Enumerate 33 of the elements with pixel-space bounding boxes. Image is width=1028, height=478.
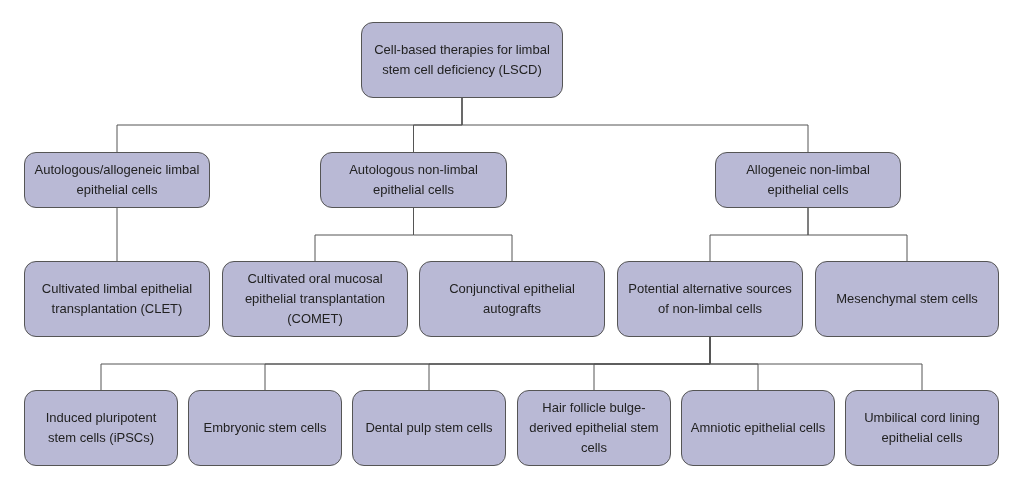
box-label: Allogeneic non-limbal epithelial cells xyxy=(745,161,871,199)
box-label: Embryonic stem cells xyxy=(203,419,327,437)
connector-line xyxy=(116,207,118,262)
box-label: Cultivated oral mucosal epithelial transplantation (COMET) xyxy=(243,270,387,328)
box-label: Conjunctival epithelial autografts xyxy=(448,280,576,318)
category-box xyxy=(222,261,408,337)
category-box xyxy=(320,152,507,208)
box-label: Autologous non-limbal epithelial cells xyxy=(348,161,479,199)
category-box xyxy=(715,152,901,208)
category-box xyxy=(617,261,803,337)
category-box xyxy=(419,261,605,337)
connector-line xyxy=(461,97,809,153)
category-box xyxy=(681,390,835,466)
box-label: Cell-based therapies for limbal stem cell deficiency (LSCD) xyxy=(373,41,551,79)
category-box xyxy=(188,390,342,466)
box-label: Cultivated limbal epithelial transplantation (CLET) xyxy=(40,280,194,318)
box-label: Potential alternative sources of non-limbal cells xyxy=(627,280,793,318)
connector-line xyxy=(807,207,908,262)
box-label: Hair follicle bulge-derived epithelial stem cells xyxy=(528,399,660,457)
box-label: Amniotic epithelial cells xyxy=(690,419,826,437)
category-box xyxy=(361,22,563,98)
category-box xyxy=(517,390,671,466)
box-label: Dental pulp stem cells xyxy=(365,419,493,437)
category-box xyxy=(24,152,210,208)
box-label: Induced pluripotent stem cells (iPSCs) xyxy=(44,409,158,447)
box-label: Autologous/allogeneic limbal epithelial cells xyxy=(33,161,201,199)
category-box xyxy=(24,390,178,466)
category-box xyxy=(24,261,210,337)
box-label: Mesenchymal stem cells xyxy=(836,290,978,308)
box-label: Umbilical cord lining epithelial cells xyxy=(863,409,981,447)
category-box xyxy=(845,390,999,466)
category-box xyxy=(352,390,506,466)
category-box xyxy=(815,261,999,337)
